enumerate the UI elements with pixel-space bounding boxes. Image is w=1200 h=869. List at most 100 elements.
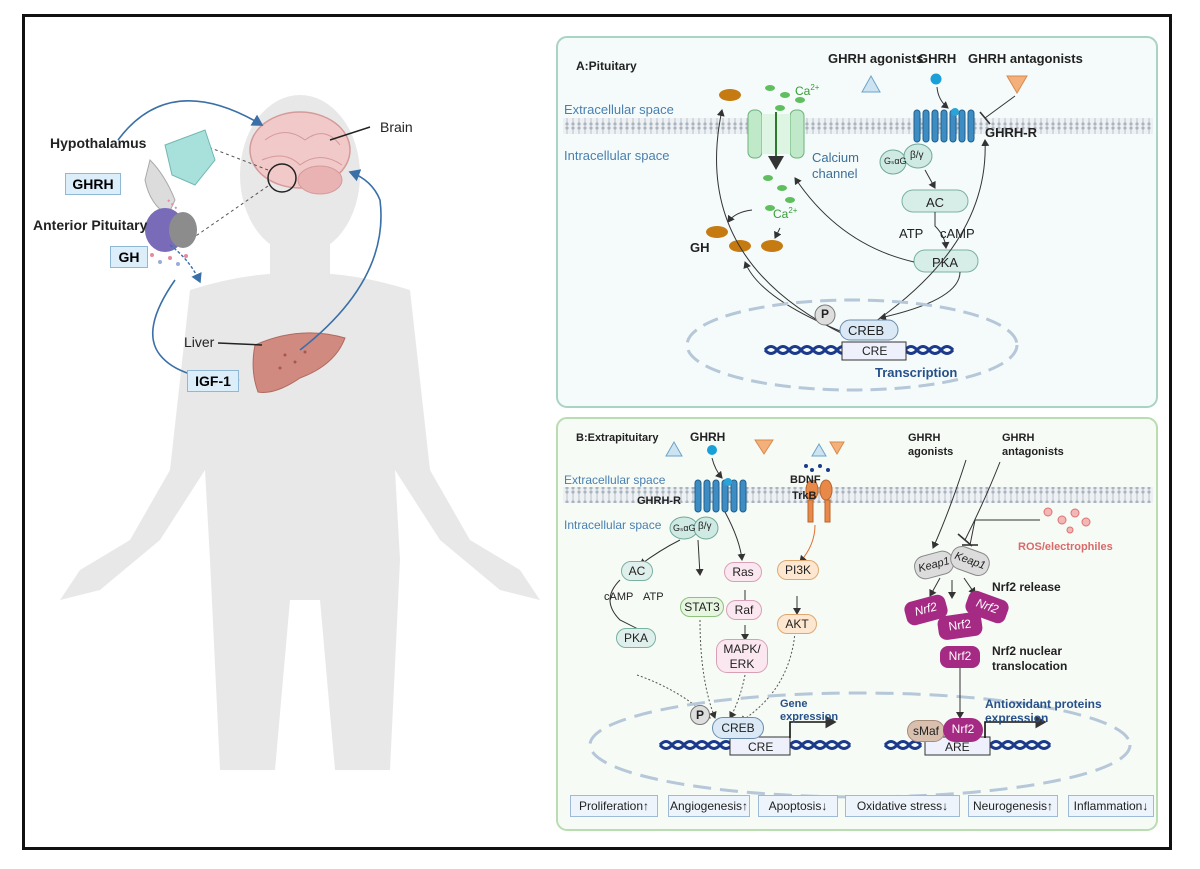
anterior-pituitary-label: Anterior Pituitary [33,217,148,233]
outcome-label: Inflammation [1073,799,1143,813]
pka-node-b: PKA [616,628,656,648]
outcome-arrow: ↑ [742,799,749,813]
trkb-receptor [805,479,833,523]
outcome-label: Angiogenesis [669,799,743,813]
liver-label: Liver [184,334,215,350]
stat3-node: STAT3 [680,597,724,617]
ac-label-a: AC [926,195,945,210]
outcome-box: Proliferation↑ [570,795,658,817]
pituitary-illustration [145,199,197,266]
dna-b [658,740,1052,750]
nrf2-node-4: Nrf2 [940,646,980,668]
ghrh-agonists-label-b-1: GHRH [908,432,941,444]
dna-a [763,345,955,355]
outcome-arrow: ↓ [821,799,828,813]
ghrh-receptor-b [694,479,747,513]
creb-node-b: CREB [712,717,764,739]
ghrh-antagonists-label-a: GHRH antagonists [968,51,1083,66]
extracellular-label-b: Extracellular space [564,473,666,487]
ca-label-bottom: Ca2+ [773,206,798,221]
outcome-arrow: ↓ [1142,799,1149,813]
nucleus-a [685,298,1019,392]
ros-particles [1043,507,1091,534]
panel-b-title: B:Extrapituitary [576,432,659,444]
cre-label-b: CRE [748,740,774,754]
ghrh-receptor-a [913,109,975,143]
outcome-arrow: ↑ [643,799,650,813]
ghrh-r-label-a: GHRH-R [985,125,1037,140]
gene-expression-label-1: Gene [780,698,808,710]
outcome-box: Inflammation↓ [1068,795,1154,817]
ghrh-antagonists-label-b-1: GHRH [1002,432,1035,444]
antagonist-triangle-a [1006,75,1028,94]
phospho-a [814,304,836,326]
pituitary-focus-circle [267,163,297,193]
atp-label-b: ATP [643,591,664,603]
hypothalamus-illustration [144,129,216,216]
camp-label-b: cAMP [604,591,634,603]
phospho-label-a: P [821,307,830,321]
creb-node-a [839,319,899,341]
ghrh-r-label-b: GHRH-R [637,495,681,507]
cre-box-a [841,341,907,361]
akt-node: AKT [777,614,817,634]
pka-label-a: PKA [932,255,959,270]
hypothalamus-label: Hypothalamus [50,135,147,151]
outcome-box: Apoptosis↓ [758,795,838,817]
outcome-box: Oxidative stress↓ [845,795,960,817]
ca-label-top: Ca2+ [795,83,820,98]
ghrh-antagonists-label-b-2: antagonists [1002,446,1064,458]
brain-label: Brain [380,119,413,135]
ghrh-label-left: GHRH [65,173,121,195]
liver-illustration [252,332,346,393]
atp-label-a: ATP [899,226,924,241]
calcium-channel [747,109,805,170]
panel-a-title: A:Pituitary [576,59,637,73]
antioxidant-label-1: Antioxidant proteins [985,697,1102,711]
mapk-erk-node: MAPK/ERK [716,639,768,673]
gsa-label-a: GₛαG [884,156,907,166]
ras-node: Ras [724,562,762,582]
human-silhouette [60,95,540,770]
outcome-label: Oxidative stress [856,799,943,813]
bdnf-label: BDNF [790,474,821,486]
brain-illustration [249,111,351,195]
creb-label-a: CREB [848,323,885,338]
antioxidant-label-2: expression [985,711,1049,725]
outcome-box: Angiogenesis↑ [668,795,750,817]
gh-label-left: GH [110,246,148,268]
extracellular-label-a: Extracellular space [564,102,674,117]
ghrh-agonists-label-a: GHRH agonists [828,51,924,66]
ros-label: ROS/electrophiles [1018,541,1113,553]
ac-node-b: AC [621,561,653,581]
nrf2-nuclear-label-2: translocation [992,659,1068,673]
cre-label-a: CRE [862,344,888,358]
gene-expression-label-2: expression [780,711,839,723]
gh-label-a: GH [690,240,710,255]
ghrh-ligand-a [930,73,942,85]
outcome-label: Apoptosis [768,799,822,813]
agonist-triangle-a [861,74,881,93]
intracellular-label-a: Intracellular space [564,148,670,163]
outcome-box: Neurogenesis↑ [968,795,1058,817]
phospho-b: P [690,705,710,725]
smaf-node: sMaf [907,720,945,742]
calcium-channel-label-1: Calcium [812,150,859,165]
beta-gamma-label-b: β/γ [698,521,712,532]
ghrh-agonists-label-b-2: agonists [908,446,954,458]
ghrh-label-b: GHRH [690,430,726,444]
outcome-arrow: ↓ [942,799,949,813]
igf1-label: IGF-1 [187,370,239,392]
calcium-channel-label-2: channel [812,166,858,181]
gsa-label-b: GₛαG [673,523,696,533]
nrf2-node-5: Nrf2 [943,718,983,742]
are-label: ARE [945,740,970,754]
intracellular-label-b: Intracellular space [564,518,662,532]
nrf2-nuclear-label-1: Nrf2 nuclear [992,644,1063,658]
trkb-label: TrkB [792,490,817,502]
camp-label-a: cAMP [940,226,975,241]
calcium-ions [763,85,805,211]
outcome-label: Proliferation [578,799,644,813]
nrf2-release-label: Nrf2 release [992,580,1061,594]
